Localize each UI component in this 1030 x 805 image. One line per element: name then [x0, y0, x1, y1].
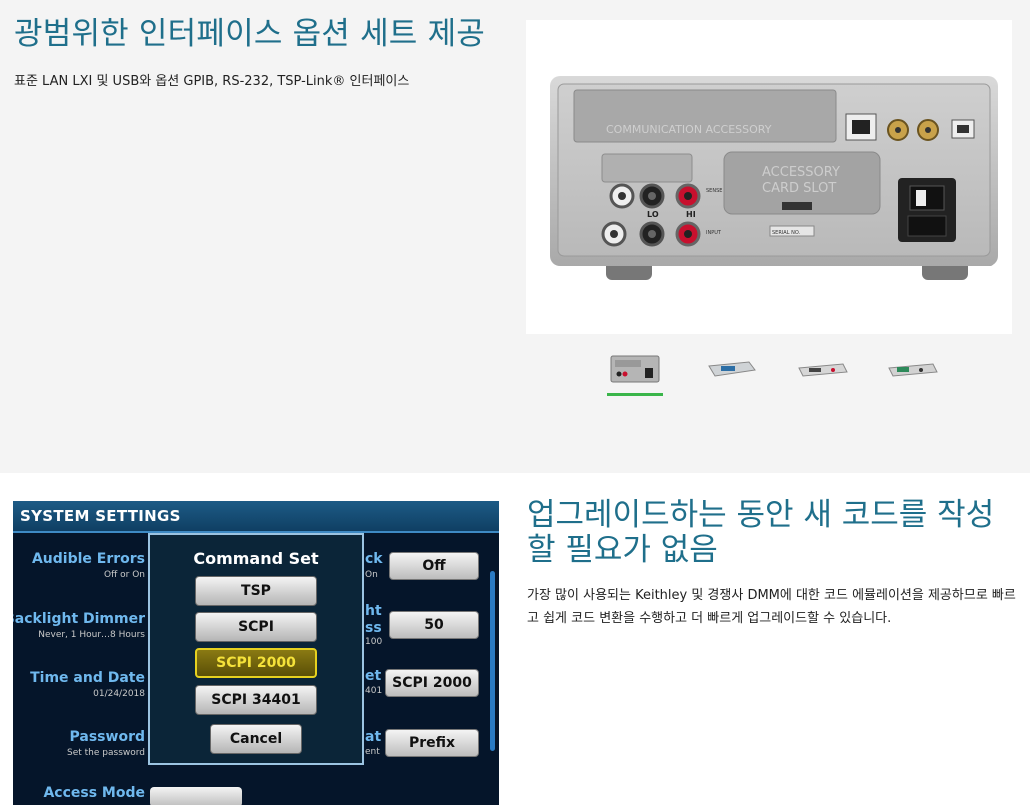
command-option-tsp[interactable]: TSP [195, 576, 317, 606]
audible-errors-sub: Off or On [103, 570, 145, 580]
instrument-rear-panel-image: COMMUNICATION ACCESSORY ACCESSORY CARD S… [550, 76, 998, 280]
svg-text:CARD SLOT: CARD SLOT [762, 181, 836, 196]
thumbnail-rear-panel-image [610, 355, 660, 383]
thumbnail-front-3[interactable] [885, 352, 941, 392]
right-setting-2-sub: 100 [365, 637, 383, 647]
svg-text:SERIAL NO.: SERIAL NO. [772, 230, 801, 236]
access-mode-button[interactable] [150, 787, 242, 805]
command-set-title: Command Set [193, 549, 319, 568]
backlight-dimmer-label: Backlight Dimmer [13, 611, 145, 627]
command-option-scpi-34401[interactable]: SCPI 34401 [195, 685, 317, 715]
touchscreen-screenshot: SYSTEM SETTINGS Audible Errors Off or On… [13, 501, 499, 805]
cancel-button[interactable]: Cancel [210, 724, 302, 754]
command-option-scpi[interactable]: SCPI [195, 612, 317, 642]
svg-text:HI: HI [686, 210, 696, 219]
settings-scrollbar[interactable] [490, 571, 495, 751]
format-button[interactable]: Prefix [385, 729, 479, 757]
brightness-button[interactable]: 50 [389, 611, 479, 639]
svg-text:COMMUNICATION ACCESSORY: COMMUNICATION ACCESSORY [606, 123, 772, 136]
svg-text:INPUT: INPUT [706, 230, 722, 236]
audible-errors-label: Audible Errors [31, 551, 145, 567]
section-title-interfaces: 광범위한 인터페이스 옵션 세트 제공 [14, 16, 486, 52]
interface-section: 광범위한 인터페이스 옵션 세트 제공 표준 LAN LXI 및 USB와 옵션… [0, 0, 1030, 473]
thumbnail-front-1-image [708, 361, 756, 377]
svg-text:ACCESSORY: ACCESSORY [762, 165, 840, 180]
password-label: Password [69, 729, 145, 745]
svg-text:SENSE: SENSE [706, 188, 722, 194]
thumbnail-front-3-image [888, 363, 938, 377]
right-setting-2-label2: ss [365, 620, 382, 636]
access-mode-label: Access Mode [43, 785, 145, 801]
right-setting-1-sub: On [365, 570, 378, 580]
section-title-emulation: 업그레이드하는 동안 새 코드를 작성할 필요가 없음 [527, 497, 995, 568]
audible-errors-toggle[interactable]: Off [389, 552, 479, 580]
product-image: COMMUNICATION ACCESSORY ACCESSORY CARD S… [526, 20, 1012, 334]
right-setting-4-sub: ent [365, 747, 380, 757]
command-option-scpi-2000[interactable]: SCPI 2000 [195, 648, 317, 678]
svg-text:LO: LO [647, 210, 659, 219]
time-date-label: Time and Date [30, 670, 145, 686]
right-setting-3-sub: 401 [365, 686, 383, 696]
command-set-button[interactable]: SCPI 2000 [385, 669, 479, 697]
left-settings-column: Audible Errors Off or On Backlight Dimme… [13, 533, 145, 805]
thumbnail-front-1[interactable] [703, 352, 759, 392]
thumbnail-strip [605, 352, 938, 396]
command-set-dialog: Command Set TSP SCPI SCPI 2000 SCPI 3440… [148, 533, 364, 765]
thumbnail-front-2[interactable] [795, 352, 851, 392]
section-body-emulation: 가장 많이 사용되는 Keithley 및 경쟁사 DMM에 대한 코드 에뮬레… [527, 588, 1016, 626]
right-setting-4-label: at [365, 729, 382, 745]
right-settings-column: ck On Off ht ss 100 50 et 401 SCPI 2000 … [365, 533, 499, 805]
system-settings-title: SYSTEM SETTINGS [20, 507, 181, 525]
section-subtitle-interfaces: 표준 LAN LXI 및 USB와 옵션 GPIB, RS-232, TSP-L… [14, 74, 410, 89]
thumbnail-rear-panel[interactable] [607, 352, 663, 396]
thumbnail-front-2-image [798, 363, 848, 377]
password-sub: Set the password [67, 748, 145, 758]
backlight-dimmer-sub: Never, 1 Hour…8 Hours [38, 630, 145, 640]
right-setting-3-label: et [365, 668, 382, 684]
right-setting-2-label: ht [365, 603, 382, 619]
time-date-sub: 01/24/2018 [93, 689, 145, 699]
right-setting-1-label: ck [365, 551, 383, 567]
system-settings-header: SYSTEM SETTINGS [13, 501, 499, 533]
